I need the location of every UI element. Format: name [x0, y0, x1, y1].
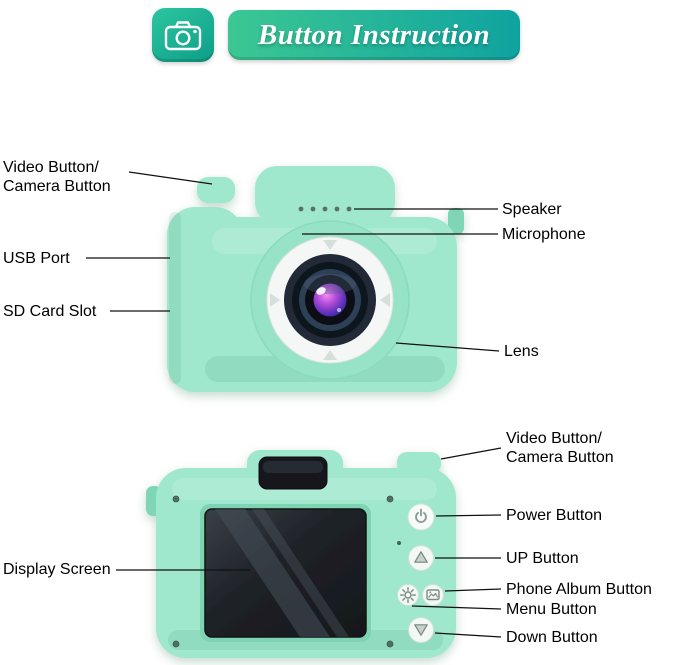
page-title: Button Instruction	[228, 10, 520, 60]
label-menu-button: Menu Button	[506, 601, 597, 618]
label-down-button: Down Button	[506, 629, 598, 646]
screws	[172, 495, 394, 648]
display-screen	[200, 504, 371, 642]
leader-menu-button	[411, 605, 502, 610]
label-phone-album-button: Phone Album Button	[506, 581, 652, 598]
page-title-text: Button Instruction	[257, 19, 491, 51]
lens-mark-bottom	[323, 350, 337, 360]
label-display-screen: Display Screen	[3, 561, 111, 578]
gear-icon	[404, 591, 412, 599]
camera-icon	[152, 8, 214, 62]
label-front-video-camera-button: Video Button/ Camera Button	[3, 159, 111, 195]
label-microphone: Microphone	[502, 226, 586, 243]
speaker-dots	[298, 206, 352, 212]
lens	[250, 220, 410, 380]
power-icon	[415, 512, 427, 523]
front-video-button	[197, 177, 235, 203]
leader-lens	[395, 342, 500, 352]
down-button	[408, 617, 434, 643]
lens-mark-left	[270, 293, 280, 307]
phone-album-button	[422, 584, 444, 606]
label-usb-port: USB Port	[3, 250, 70, 267]
leader-lines	[86, 171, 502, 638]
label-sd-card-slot: SD Card Slot	[3, 303, 97, 320]
leader-down-button	[434, 632, 502, 638]
photo-icon	[426, 589, 440, 601]
strap-lug	[448, 208, 464, 234]
label-speaker: Speaker	[502, 201, 562, 218]
down-arrow-icon	[414, 624, 428, 636]
label-lens: Lens	[504, 343, 539, 360]
leader-back-video-button	[440, 447, 502, 460]
front-camera-illustration	[167, 166, 464, 392]
leader-front-video-button	[128, 171, 213, 185]
leader-power-button	[435, 514, 502, 517]
power-button	[407, 503, 435, 531]
back-camera-illustration	[146, 450, 456, 658]
menu-button	[397, 584, 419, 606]
leader-phone-album-button	[444, 588, 502, 592]
lens-mark-right	[380, 293, 390, 307]
label-back-video-camera-button: Video Button/ Camera Button	[506, 430, 614, 466]
up-button	[408, 545, 434, 571]
up-arrow-icon	[414, 551, 428, 563]
lens-mark-top	[323, 240, 337, 250]
indicator-dot	[397, 541, 401, 545]
label-up-button: UP Button	[506, 550, 579, 567]
viewfinder	[258, 456, 328, 490]
label-power-button: Power Button	[506, 507, 603, 524]
camera-icon-glyph	[164, 21, 202, 51]
